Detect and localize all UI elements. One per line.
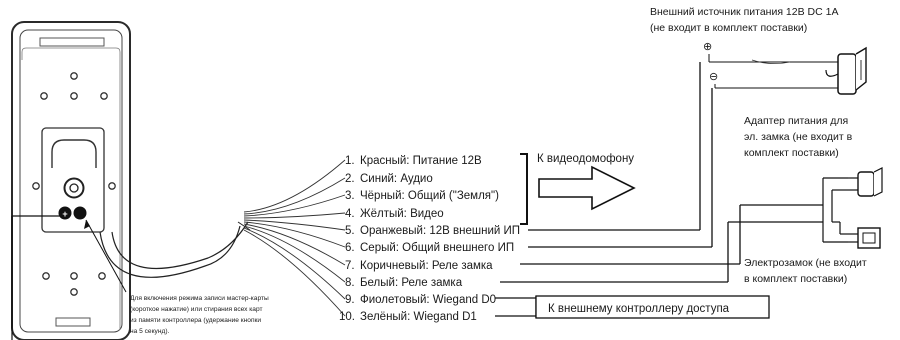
controller-group: К внешнему контроллеру доступа [495,295,770,319]
wire-8-num: 8. [345,277,355,289]
note-line3: из памяти контроллера (удержание кнопки [130,317,261,324]
wire-9-num: 9. [345,294,355,306]
wire-list: 1. Красный: Питание 12В 2. Синий: Аудио … [339,155,520,323]
wire-4-num: 4. [345,208,355,220]
button-note: Для включения режима записи мастер-карты… [130,295,269,335]
note-line1: Для включения режима записи мастер-карты [130,295,269,302]
lock-line2: в комплект поставки) [744,273,847,285]
cable-bundle [99,159,346,317]
wire-10-num: 10. [339,311,355,323]
note-line4: на 5 секунд). [130,328,170,335]
wire-9-label: Фиолетовый: Wiegand D0 [360,294,496,306]
power-source-line2: (не входит в комплект поставки) [650,22,807,34]
wire-7-label: Коричневый: Реле замка [360,260,493,272]
power-plug-icon [825,46,867,95]
wire-5-num: 5. [345,225,355,237]
wire-3-label: Чёрный: Общий ("Земля") [360,190,499,202]
electric-lock: Электрозамок (не входит в комплект поста… [500,204,881,285]
wire-3-num: 3. [345,190,355,202]
adapter-plug-icon [848,167,883,197]
intercom-group: К видеодомофону [520,153,636,225]
wire-10-label: Зелёный: Wiegand D1 [360,311,477,323]
wire-4-label: Жёлтый: Видео [360,208,444,220]
lock-adapter-line2: эл. замка (не входит в [744,131,853,143]
intercom-arrow-icon [538,165,636,211]
power-supply: Внешний источник питания 12В DC 1А (не в… [528,6,867,248]
lock-adapter-line3: комплект поставки) [744,147,839,159]
lock-adapter: Адаптер питания для эл. замка (не входит… [744,115,883,222]
svg-text:+: + [62,209,67,219]
lock-adapter-line1: Адаптер питания для [744,115,848,127]
wire-1-num: 1. [345,155,355,167]
to-controller-label: К внешнему контроллеру доступа [548,303,730,315]
wire-1-label: Красный: Питание 12В [360,155,482,167]
minus-terminal-icon: ⊖ [709,71,718,83]
wire-2-label: Синий: Аудио [360,173,433,185]
lock-line1: Электрозамок (не входит [744,257,867,269]
wire-5-label: Оранжевый: 12В внешний ИП [360,225,520,237]
to-intercom-label: К видеодомофону [537,153,634,165]
wire-2-num: 2. [345,173,355,185]
wire-6-num: 6. [345,242,355,254]
note-line2: (короткое нажатие) или стирания всех кар… [130,306,263,313]
controller-box [535,295,770,319]
reader-device: + [11,21,131,340]
lock-icon [848,227,881,249]
plus-terminal-icon: ⊕ [703,41,712,53]
wire-8-label: Белый: Реле замка [360,277,463,289]
wire-7-num: 7. [345,260,355,272]
power-source-line1: Внешний источник питания 12В DC 1А [650,6,838,18]
wire-6-label: Серый: Общий внешнего ИП [360,242,514,254]
button-pointers [11,215,127,340]
